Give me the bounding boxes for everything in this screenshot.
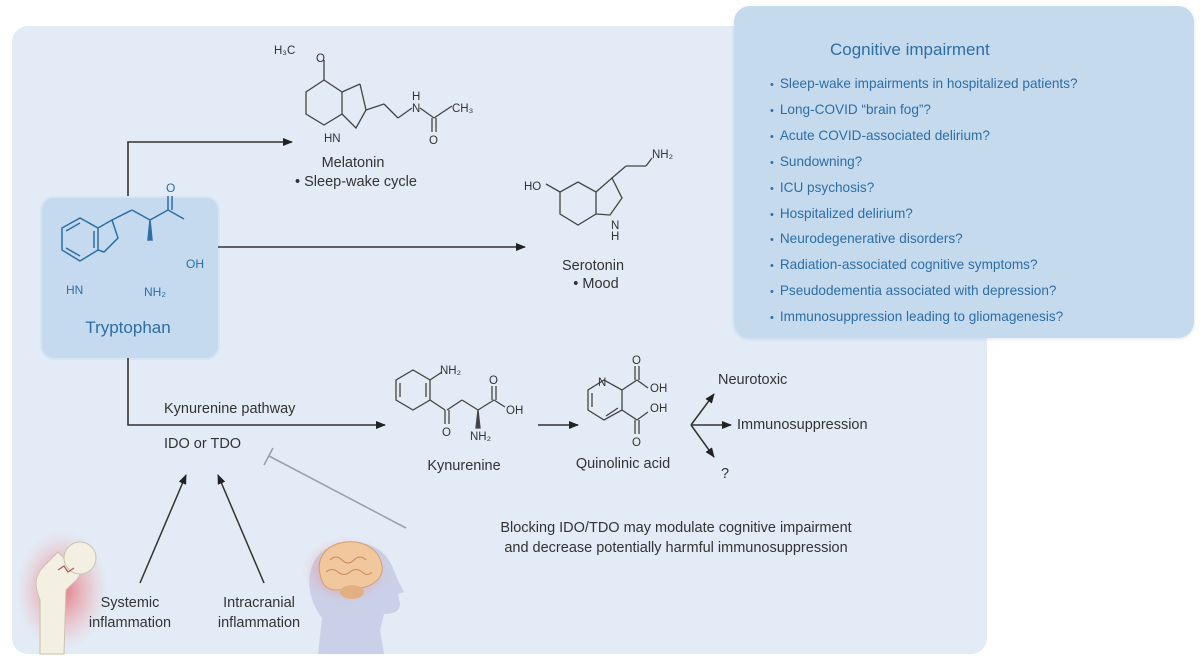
kynurenine-name: Kynurenine xyxy=(427,458,501,474)
melatonin-role: • Sleep-wake cycle xyxy=(295,174,417,190)
quinolinic-n-label: N xyxy=(598,377,606,389)
systemic-label-line-2: inflammation xyxy=(88,615,172,631)
tryptophan-nh2-label: NH₂ xyxy=(144,285,166,299)
melatonin-structure xyxy=(305,60,453,132)
kynurenine-pathway-label: Kynurenine pathway xyxy=(164,401,296,417)
cognitive-impairment-panel: Cognitive impairment Sleep-wake impairme… xyxy=(734,6,1194,338)
melatonin-o-label: O xyxy=(316,53,325,65)
serotonin-role: • Mood xyxy=(573,276,619,292)
serotonin-ho-label: HO xyxy=(524,181,541,193)
inflammation-arrows xyxy=(139,474,265,584)
arrow-kynurenine-pathway xyxy=(127,358,386,429)
serotonin-structure xyxy=(545,157,653,226)
melatonin-h-label: H xyxy=(412,91,420,103)
kynurenine-structure xyxy=(395,369,506,429)
kynurenine-nh2-label: NH₂ xyxy=(470,431,491,443)
serotonin-n-label: N xyxy=(611,220,619,232)
brain-head-icon xyxy=(302,536,404,654)
blocking-note-line-1: Blocking IDO/TDO may modulate cognitive … xyxy=(500,520,852,536)
cognitive-impairment-list: Sleep-wake impairments in hospitalized p… xyxy=(770,72,1078,331)
femur-fracture-icon xyxy=(16,530,108,655)
list-item: Acute COVID-associated delirium? xyxy=(770,124,1078,150)
intracranial-inflammation-label: Intracranial inflammation xyxy=(218,593,300,633)
cognitive-panel-title: Cognitive impairment xyxy=(830,40,990,59)
tryptophan-structure xyxy=(61,196,185,262)
inhibition-line xyxy=(263,447,407,529)
melatonin-ch3-label: CH₃ xyxy=(452,103,474,115)
serotonin-nh2-label: NH₂ xyxy=(652,149,673,161)
list-item: Neurodegenerative disorders? xyxy=(770,227,1078,253)
melatonin-n-label: N xyxy=(412,103,420,115)
quinolinic-acid-structure xyxy=(587,366,649,434)
list-item: Long-COVID “brain fog”? xyxy=(770,98,1078,124)
systemic-inflammation-label: Systemic inflammation xyxy=(89,593,171,633)
tryptophan-hn-label: HN xyxy=(66,283,83,297)
quinolinic-o1-label: O xyxy=(632,355,641,367)
kynurenine-keto-o-label: O xyxy=(442,427,451,439)
arrow-to-melatonin xyxy=(127,138,293,196)
list-item: Radiation-associated cognitive symptoms? xyxy=(770,253,1078,279)
melatonin-o2-label: O xyxy=(429,135,438,147)
blocking-note-line-2: and decrease potentially harmful immunos… xyxy=(504,540,848,556)
outcome-unknown: ? xyxy=(721,466,730,482)
intracranial-label-line-1: Intracranial xyxy=(223,595,295,611)
melatonin-h3c-label: H₃C xyxy=(274,45,295,57)
intracranial-label-line-2: inflammation xyxy=(217,615,301,631)
tryptophan-o-label: O xyxy=(166,181,175,195)
list-item: Sleep-wake impairments in hospitalized p… xyxy=(770,72,1078,98)
quinolinic-oh1-label: OH xyxy=(650,383,667,395)
quinolinic-o2-label: O xyxy=(632,437,641,449)
blocking-note: Blocking IDO/TDO may modulate cognitive … xyxy=(500,518,851,558)
kynurenine-nh2-top-label: NH₂ xyxy=(440,365,461,377)
kynurenine-oh-label: OH xyxy=(506,405,523,417)
list-item: Immunosuppression leading to gliomagenes… xyxy=(770,305,1078,331)
outcome-branch-arrows xyxy=(690,393,732,458)
outcome-neurotoxic: Neurotoxic xyxy=(718,372,788,388)
melatonin-name: Melatonin xyxy=(321,155,385,171)
tryptophan-oh-label: OH xyxy=(186,257,204,271)
ido-tdo-label: IDO or TDO xyxy=(164,436,242,452)
melatonin-hn-label: HN xyxy=(324,133,341,145)
quinolinic-acid-name: Quinolinic acid xyxy=(575,456,671,472)
serotonin-name: Serotonin xyxy=(561,258,625,274)
list-item: Pseudodementia associated with depressio… xyxy=(770,279,1078,305)
systemic-label-line-1: Systemic xyxy=(100,595,160,611)
list-item: Hospitalized delirium? xyxy=(770,202,1078,228)
kynurenine-o-label: O xyxy=(489,375,498,387)
list-item: Sundowning? xyxy=(770,150,1078,176)
serotonin-h-label: H xyxy=(611,231,619,243)
list-item: ICU psychosis? xyxy=(770,176,1078,202)
quinolinic-oh2-label: OH xyxy=(650,403,667,415)
tryptophan-name: Tryptophan xyxy=(85,318,171,337)
outcome-immunosuppression: Immunosuppression xyxy=(737,417,868,433)
